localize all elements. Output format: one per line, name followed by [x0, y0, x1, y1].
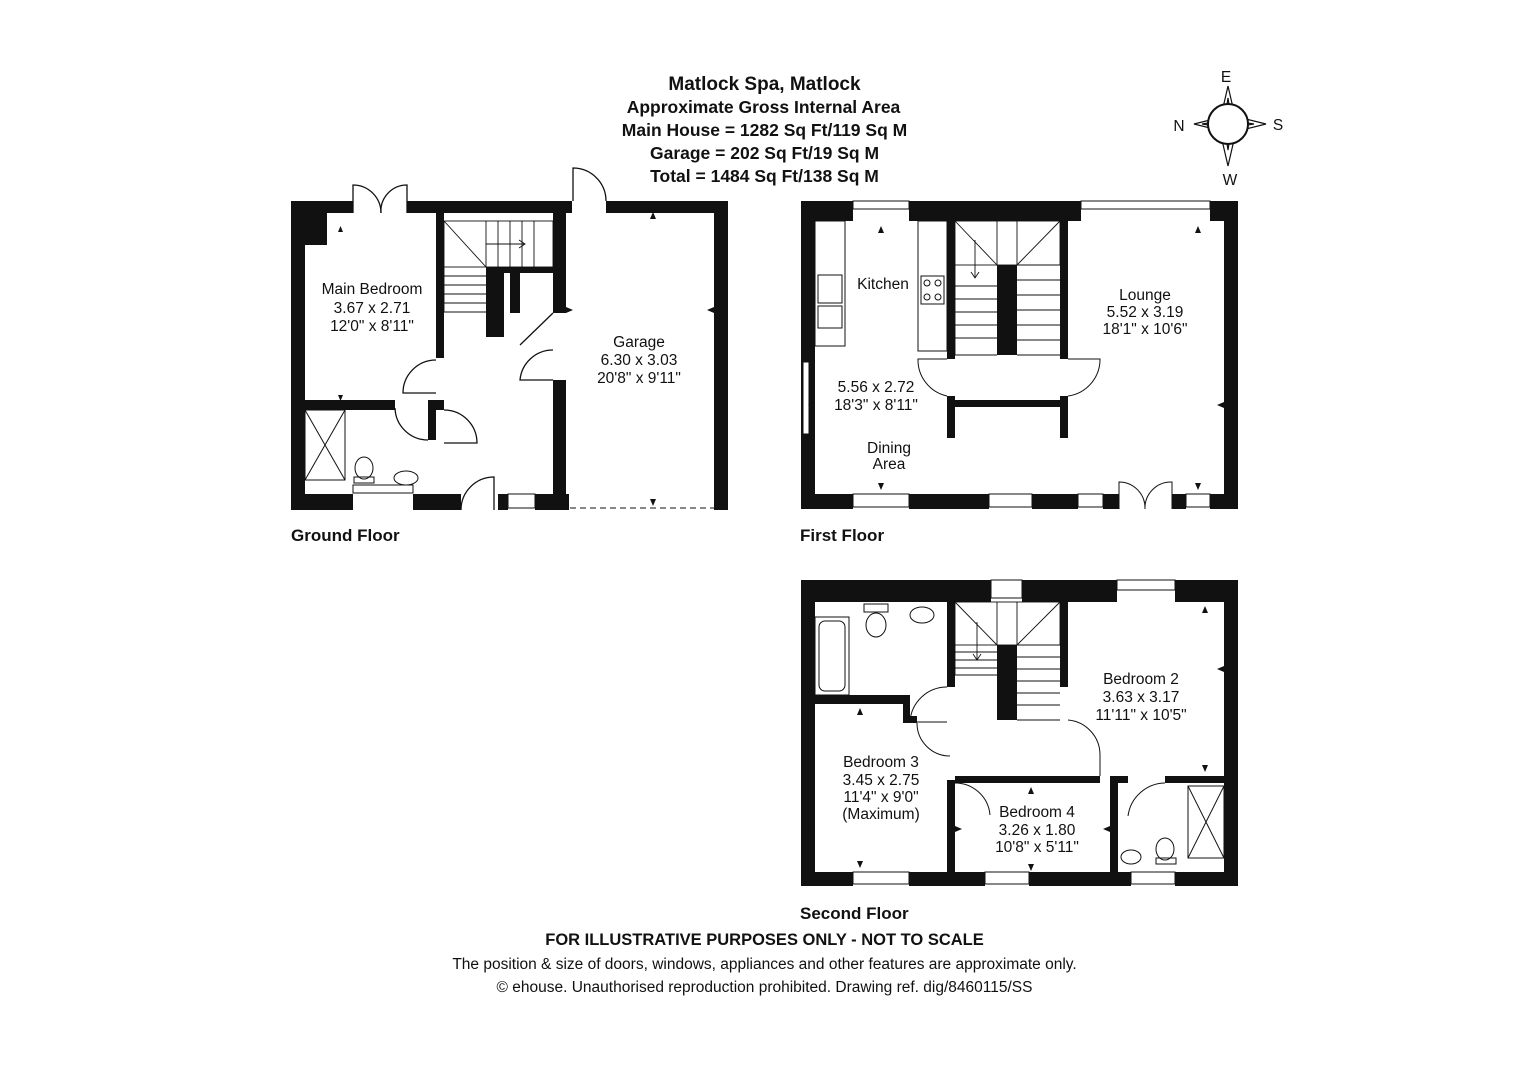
lounge-imperial: 18'1" x 10'6" — [1102, 321, 1187, 338]
approximation-note: The position & size of doors, windows, a… — [452, 956, 1077, 973]
garage-imperial: 20'8" x 9'11" — [597, 370, 681, 387]
compass-icon — [1193, 85, 1267, 167]
lounge-metric: 5.52 x 3.19 — [1107, 304, 1184, 321]
main-bedroom-metric: 3.67 x 2.71 — [334, 300, 411, 317]
compass-e: E — [1221, 69, 1231, 86]
compass-n: N — [1173, 118, 1184, 135]
bedroom2-name: Bedroom 2 — [1103, 671, 1179, 688]
total-area: Total = 1484 Sq Ft/138 Sq M — [650, 166, 879, 186]
garage-name: Garage — [613, 334, 665, 351]
bedroom3-imperial: 11'4" x 9'0" — [843, 789, 918, 806]
main-house-area: Main House = 1282 Sq Ft/119 Sq M — [621, 120, 908, 140]
garage-metric: 6.30 x 3.03 — [601, 352, 678, 369]
dining-imperial: 18'3" x 8'11" — [834, 397, 918, 414]
bedroom4-name: Bedroom 4 — [999, 804, 1075, 821]
property-title: Matlock Spa, Matlock — [668, 74, 861, 95]
disclaimer: FOR ILLUSTRATIVE PURPOSES ONLY - NOT TO … — [545, 931, 984, 949]
ground-floor-label: Ground Floor — [291, 526, 400, 545]
bedroom3-metric: 3.45 x 2.75 — [843, 772, 920, 789]
copyright-note: © ehouse. Unauthorised reproduction proh… — [496, 979, 1033, 996]
main-bedroom-imperial: 12'0" x 8'11" — [330, 318, 414, 335]
bedroom4-imperial: 10'8" x 5'11" — [995, 839, 1079, 856]
second-floor-plan — [801, 579, 1238, 886]
bedroom2-imperial: 11'11" x 10'5" — [1095, 707, 1186, 724]
ground-floor-plan — [291, 167, 728, 511]
kitchen-name: Kitchen — [857, 276, 909, 293]
area-heading: Approximate Gross Internal Area — [626, 97, 901, 117]
bedroom4-metric: 3.26 x 1.80 — [999, 822, 1076, 839]
bedroom3-note: (Maximum) — [842, 806, 920, 823]
main-bedroom-name: Main Bedroom — [322, 281, 423, 298]
plan-header: Matlock Spa, Matlock Approximate Gross I… — [0, 73, 1529, 188]
garage-area: Garage = 202 Sq Ft/19 Sq M — [649, 143, 880, 163]
bedroom3-name: Bedroom 3 — [843, 754, 919, 771]
lounge-name: Lounge — [1119, 287, 1171, 304]
dining-metric: 5.56 x 2.72 — [838, 379, 915, 396]
dining-name-2: Area — [873, 456, 906, 473]
compass-s: S — [1273, 117, 1283, 134]
second-floor-label: Second Floor — [800, 904, 909, 923]
first-floor-plan — [801, 200, 1238, 510]
compass-w: W — [1223, 172, 1238, 189]
dining-name-1: Dining — [867, 440, 911, 457]
first-floor-label: First Floor — [800, 526, 884, 545]
bedroom2-metric: 3.63 x 3.17 — [1103, 689, 1180, 706]
